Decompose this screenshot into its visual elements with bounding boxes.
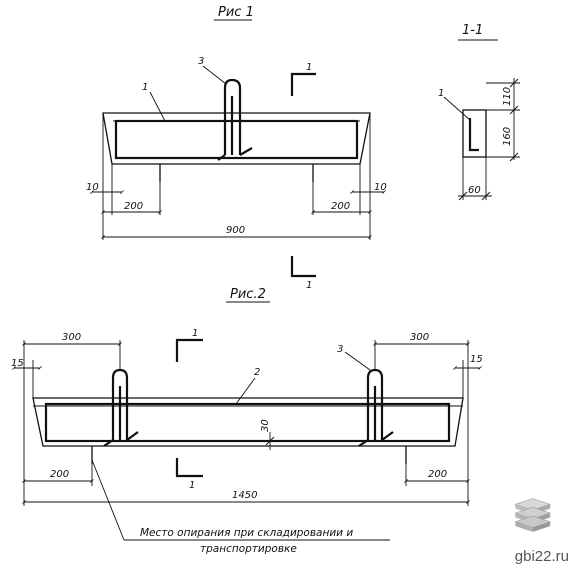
fig2-dim-left-end: 15	[11, 358, 24, 369]
fig1-cut-mark-top	[290, 72, 316, 96]
fig1-rebar-frame	[114, 119, 359, 160]
section-dim-top: 110	[502, 87, 513, 106]
svg-text:1: 1	[306, 280, 312, 291]
fig1-dim-right-end: 10	[374, 182, 387, 193]
section-outline	[462, 109, 487, 158]
fig1-dim-left-end: 10	[86, 182, 99, 193]
figure-2: Рис.2 3 2 30 1 1 300	[11, 287, 483, 555]
fig2-dim-right-end: 15	[470, 354, 483, 365]
fig1-lifting-loop	[217, 78, 253, 161]
watermark-site: gbi22.ru	[514, 548, 569, 565]
fig1-loop-label: 3	[198, 56, 204, 67]
fig2-note-line2: транспортировке	[200, 543, 297, 555]
fig2-bar-label: 2	[254, 367, 260, 378]
fig2-lintel-outline	[32, 397, 464, 447]
fig2-note-line1: Место опирания при складировании и	[140, 527, 353, 539]
fig1-dim-total: 900	[226, 225, 245, 236]
fig2-rebar-frame	[44, 402, 451, 443]
fig2-dim-right-loop: 300	[410, 332, 429, 343]
fig2-note-leader	[91, 459, 125, 541]
figure-1: Рис 1 3 1 1 1 10 10	[86, 5, 387, 291]
section-dim-width: 60	[468, 185, 481, 196]
svg-text:1: 1	[306, 62, 312, 73]
fig2-loop-label: 3	[337, 344, 343, 355]
fig2-dim-cover: 30	[260, 419, 271, 432]
svg-text:1: 1	[192, 328, 198, 339]
stacked-slabs-icon	[514, 498, 552, 532]
fig2-dim-left-loop: 300	[62, 332, 81, 343]
section-dim-height: 160	[502, 127, 513, 146]
section-bar-label: 1	[438, 88, 444, 99]
fig1-bar-label: 1	[142, 82, 148, 93]
fig1-dim-right-support: 200	[331, 201, 350, 212]
fig2-cut-mark-top	[175, 338, 203, 362]
fig1-dim-left-support: 200	[124, 201, 143, 212]
section-1-1: 1-1 1 110 160 60	[438, 23, 520, 201]
section-title: 1-1	[462, 23, 483, 38]
fig1-cut-mark-bottom	[290, 256, 316, 278]
section-rebar	[468, 118, 479, 152]
svg-text:1: 1	[189, 480, 195, 491]
fig2-dim-right-support: 200	[428, 469, 447, 480]
fig2-title: Рис.2	[230, 287, 266, 302]
fig2-lifting-loop-left	[103, 368, 139, 447]
fig2-cut-mark-bottom	[175, 458, 203, 478]
fig1-title: Рис 1	[218, 5, 254, 20]
fig2-dim-total: 1450	[232, 490, 257, 501]
fig2-dim-left-support: 200	[50, 469, 69, 480]
fig2-lifting-loop-right	[358, 368, 394, 447]
fig1-bar-leader	[149, 91, 166, 122]
fig1-loop-leader	[202, 65, 227, 85]
